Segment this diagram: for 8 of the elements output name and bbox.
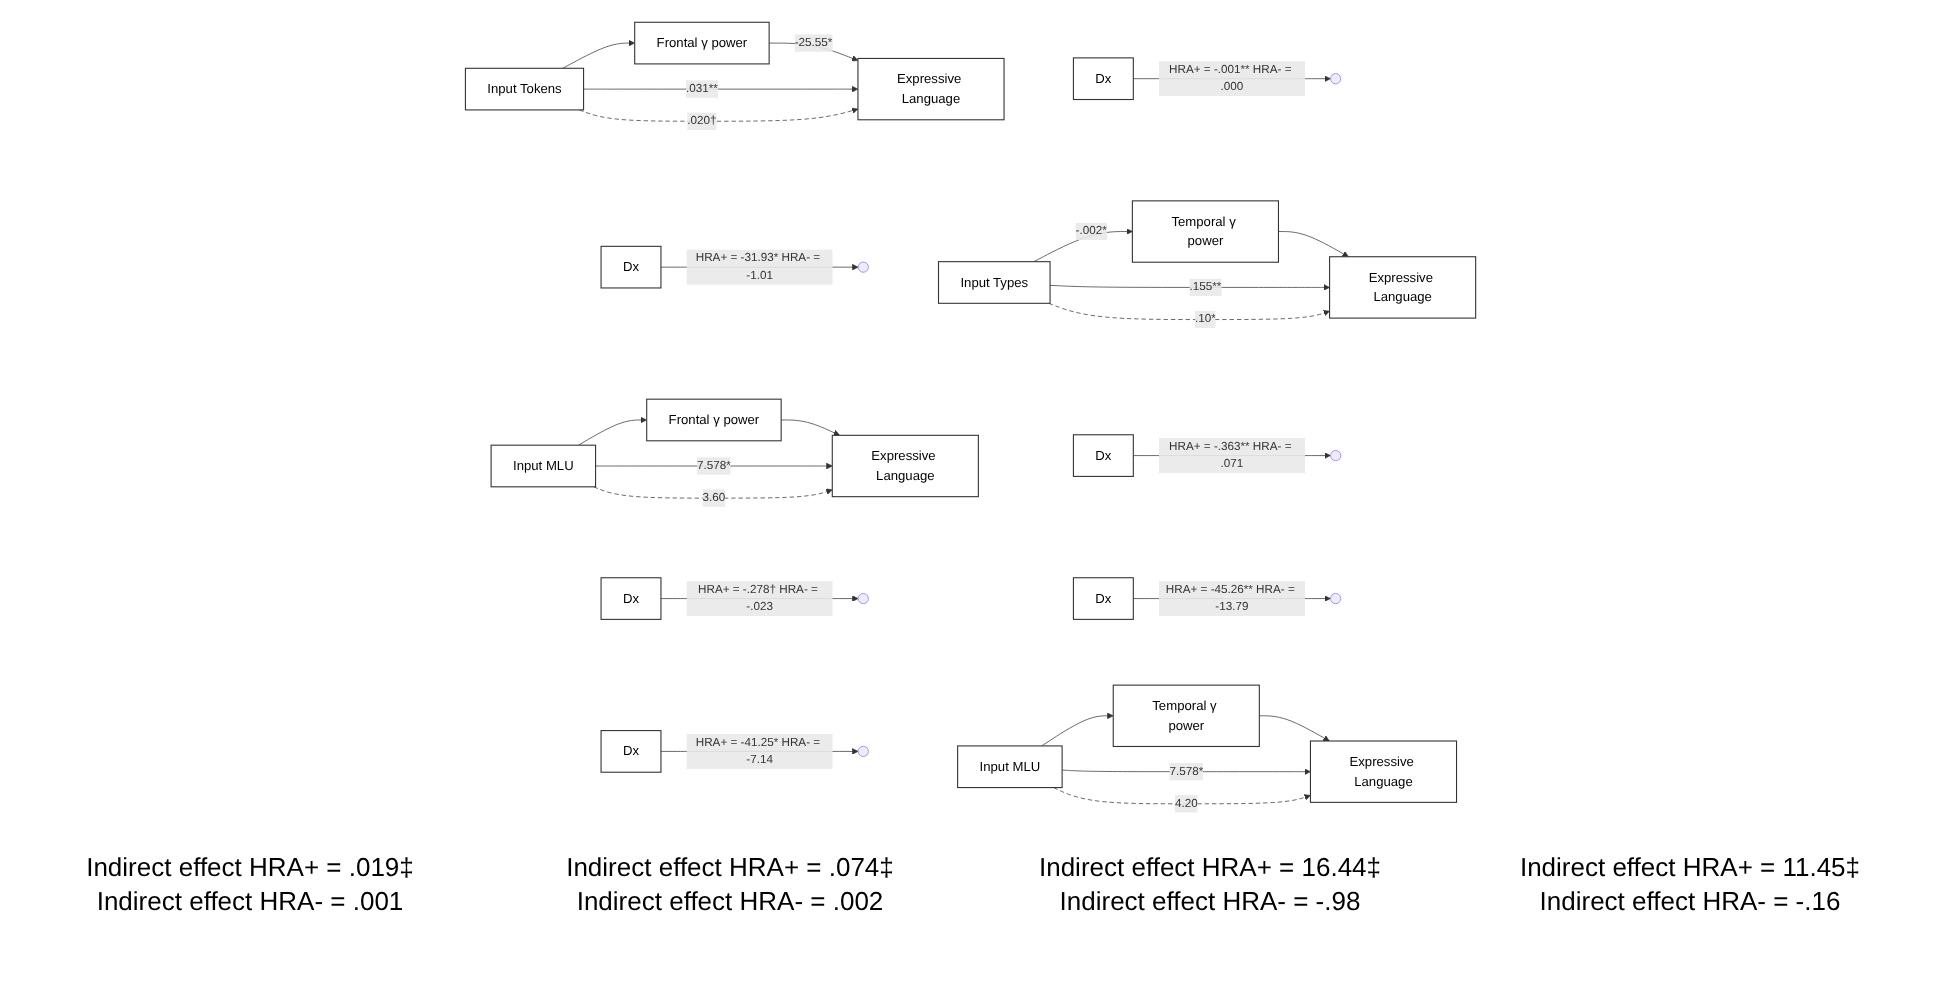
effect-note: Indirect effect HRA+ = .019‡ xyxy=(84,852,416,882)
effect-note: Indirect effect HRA- = .001 xyxy=(94,886,406,916)
effect-note: Indirect effect HRA+ = .074‡ xyxy=(564,852,896,882)
effect-note: Indirect effect HRA- = -.16 xyxy=(1537,886,1843,916)
effect-note: Indirect effect HRA+ = 11.45‡ xyxy=(1517,852,1863,882)
effect-note: Indirect effect HRA- = -.98 xyxy=(1057,886,1363,916)
effect-note: Indirect effect HRA- = .002 xyxy=(574,886,886,916)
effect-note: Indirect effect HRA+ = 16.44‡ xyxy=(1036,852,1384,882)
